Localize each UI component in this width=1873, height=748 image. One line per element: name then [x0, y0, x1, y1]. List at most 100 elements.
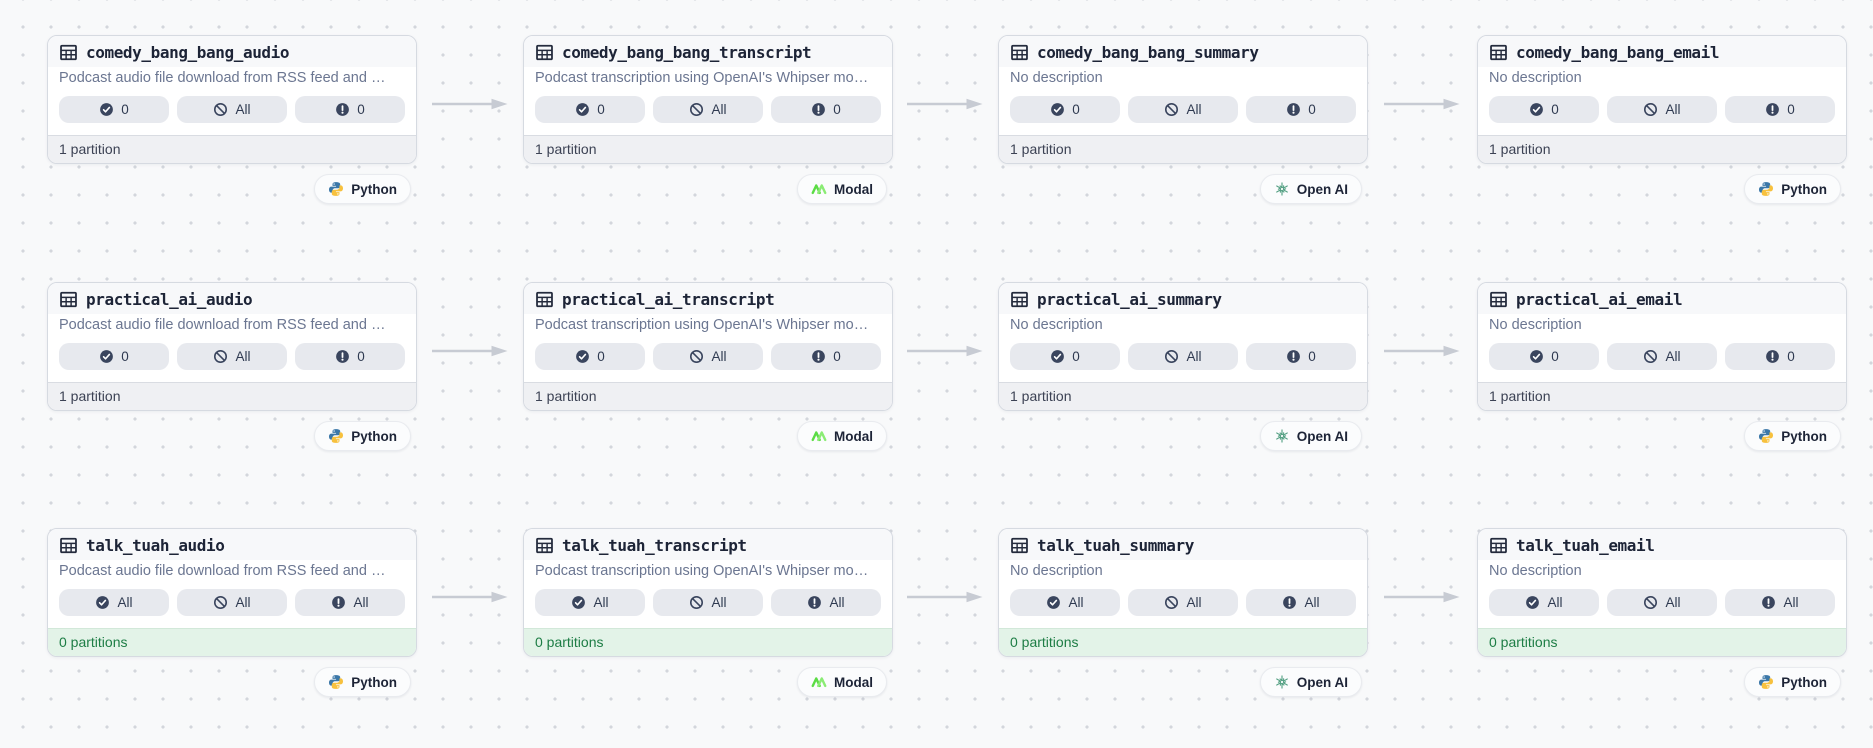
partition-badges: 0 All 0 — [524, 86, 892, 135]
asset-description: Podcast transcription using OpenAI's Whi… — [524, 67, 892, 86]
check-count-badge: 0 — [1489, 343, 1599, 370]
python-icon — [328, 428, 344, 444]
check-count-badge: 0 — [1010, 343, 1120, 370]
badge-value: All — [1783, 595, 1799, 610]
compute-kind-tag-modal[interactable]: Modal — [797, 174, 887, 204]
badge-value: 0 — [1551, 102, 1559, 117]
badge-value: All — [235, 595, 251, 610]
alert-count-badge: All — [295, 589, 405, 616]
asset-node[interactable]: comedy_bang_bang_email No description 0 … — [1477, 35, 1847, 164]
badge-value: All — [1665, 349, 1681, 364]
modal-icon — [811, 428, 827, 444]
dependency-arrow — [1383, 96, 1461, 112]
asset-description: Podcast transcription using OpenAI's Whi… — [524, 560, 892, 579]
compute-kind-tag-modal[interactable]: Modal — [797, 421, 887, 451]
badge-value: All — [117, 595, 133, 610]
badge-value: 0 — [1551, 349, 1559, 364]
alert-circle-icon — [335, 102, 350, 117]
badge-value: All — [711, 102, 727, 117]
alert-count-badge: 0 — [295, 343, 405, 370]
table-icon — [59, 290, 78, 309]
dependency-arrow — [906, 343, 984, 359]
asset-title: practical_ai_summary — [1037, 290, 1222, 309]
compute-kind-tag-modal[interactable]: Modal — [797, 667, 887, 697]
asset-node[interactable]: practical_ai_audio Podcast audio file do… — [47, 282, 417, 411]
asset-description: Podcast audio file download from RSS fee… — [48, 67, 416, 86]
slash-circle-icon — [689, 102, 704, 117]
asset-title: talk_tuah_audio — [86, 536, 225, 555]
partition-footer: 1 partition — [48, 382, 416, 410]
compute-kind-tag-python[interactable]: Python — [1744, 174, 1841, 204]
badge-value: 0 — [121, 102, 129, 117]
asset-node[interactable]: practical_ai_summary No description 0 Al… — [998, 282, 1368, 411]
check-circle-icon — [99, 102, 114, 117]
compute-kind-tag-python[interactable]: Python — [314, 174, 411, 204]
asset-node[interactable]: comedy_bang_bang_audio Podcast audio fil… — [47, 35, 417, 164]
asset-header: practical_ai_transcript — [524, 283, 892, 314]
badge-value: All — [1665, 595, 1681, 610]
badge-value: 0 — [1787, 102, 1795, 117]
check-count-badge: All — [59, 589, 169, 616]
compute-kind-tag-openai[interactable]: Open AI — [1259, 667, 1362, 697]
asset-node[interactable]: comedy_bang_bang_summary No description … — [998, 35, 1368, 164]
check-count-badge: All — [535, 589, 645, 616]
asset-node[interactable]: practical_ai_transcript Podcast transcri… — [523, 282, 893, 411]
asset-node[interactable]: talk_tuah_email No description All All A… — [1477, 528, 1847, 657]
slash-count-badge: All — [1128, 343, 1238, 370]
dependency-arrow — [431, 343, 509, 359]
asset-node[interactable]: comedy_bang_bang_transcript Podcast tran… — [523, 35, 893, 164]
asset-header: practical_ai_email — [1478, 283, 1846, 314]
check-count-badge: All — [1010, 589, 1120, 616]
dependency-arrow — [906, 589, 984, 605]
asset-header: comedy_bang_bang_summary — [999, 36, 1367, 67]
asset-title: comedy_bang_bang_transcript — [562, 43, 812, 62]
check-circle-icon — [575, 102, 590, 117]
badge-value: All — [1186, 102, 1202, 117]
check-circle-icon — [1529, 349, 1544, 364]
asset-header: comedy_bang_bang_audio — [48, 36, 416, 67]
compute-kind-tag-python[interactable]: Python — [1744, 421, 1841, 451]
table-icon — [1489, 536, 1508, 555]
partition-badges: 0 All 0 — [48, 333, 416, 382]
compute-kind-tag-python[interactable]: Python — [314, 667, 411, 697]
compute-kind-tag-python[interactable]: Python — [314, 421, 411, 451]
asset-title: practical_ai_audio — [86, 290, 253, 309]
asset-description: No description — [1478, 314, 1846, 333]
table-icon — [1489, 43, 1508, 62]
partition-footer: 1 partition — [1478, 382, 1846, 410]
compute-kind-tag-openai[interactable]: Open AI — [1259, 174, 1362, 204]
badge-value: All — [711, 595, 727, 610]
asset-node[interactable]: talk_tuah_audio Podcast audio file downl… — [47, 528, 417, 657]
check-circle-icon — [1525, 595, 1540, 610]
table-icon — [535, 43, 554, 62]
badge-value: All — [235, 349, 251, 364]
badge-value: All — [593, 595, 609, 610]
asset-title: practical_ai_email — [1516, 290, 1683, 309]
table-icon — [59, 536, 78, 555]
kind-tag-label: Modal — [834, 428, 873, 444]
kind-tag-label: Open AI — [1296, 181, 1348, 197]
alert-count-badge: 0 — [1725, 343, 1835, 370]
asset-description: No description — [999, 314, 1367, 333]
alert-count-badge: 0 — [1246, 343, 1356, 370]
asset-title: comedy_bang_bang_audio — [86, 43, 290, 62]
badge-value: 0 — [1072, 102, 1080, 117]
kind-tag-label: Open AI — [1296, 428, 1348, 444]
partition-badges: All All All — [524, 579, 892, 628]
asset-node[interactable]: talk_tuah_summary No description All All… — [998, 528, 1368, 657]
slash-circle-icon — [1164, 595, 1179, 610]
compute-kind-tag-python[interactable]: Python — [1744, 667, 1841, 697]
check-count-badge: 0 — [1489, 96, 1599, 123]
slash-count-badge: All — [177, 589, 287, 616]
slash-circle-icon — [213, 102, 228, 117]
compute-kind-tag-openai[interactable]: Open AI — [1259, 421, 1362, 451]
check-circle-icon — [575, 349, 590, 364]
asset-node[interactable]: practical_ai_email No description 0 All … — [1477, 282, 1847, 411]
table-icon — [535, 290, 554, 309]
asset-node[interactable]: talk_tuah_transcript Podcast transcripti… — [523, 528, 893, 657]
badge-value: 0 — [597, 102, 605, 117]
alert-circle-icon — [331, 595, 346, 610]
badge-value: 0 — [833, 349, 841, 364]
check-count-badge: 0 — [59, 96, 169, 123]
dependency-arrow — [1383, 589, 1461, 605]
